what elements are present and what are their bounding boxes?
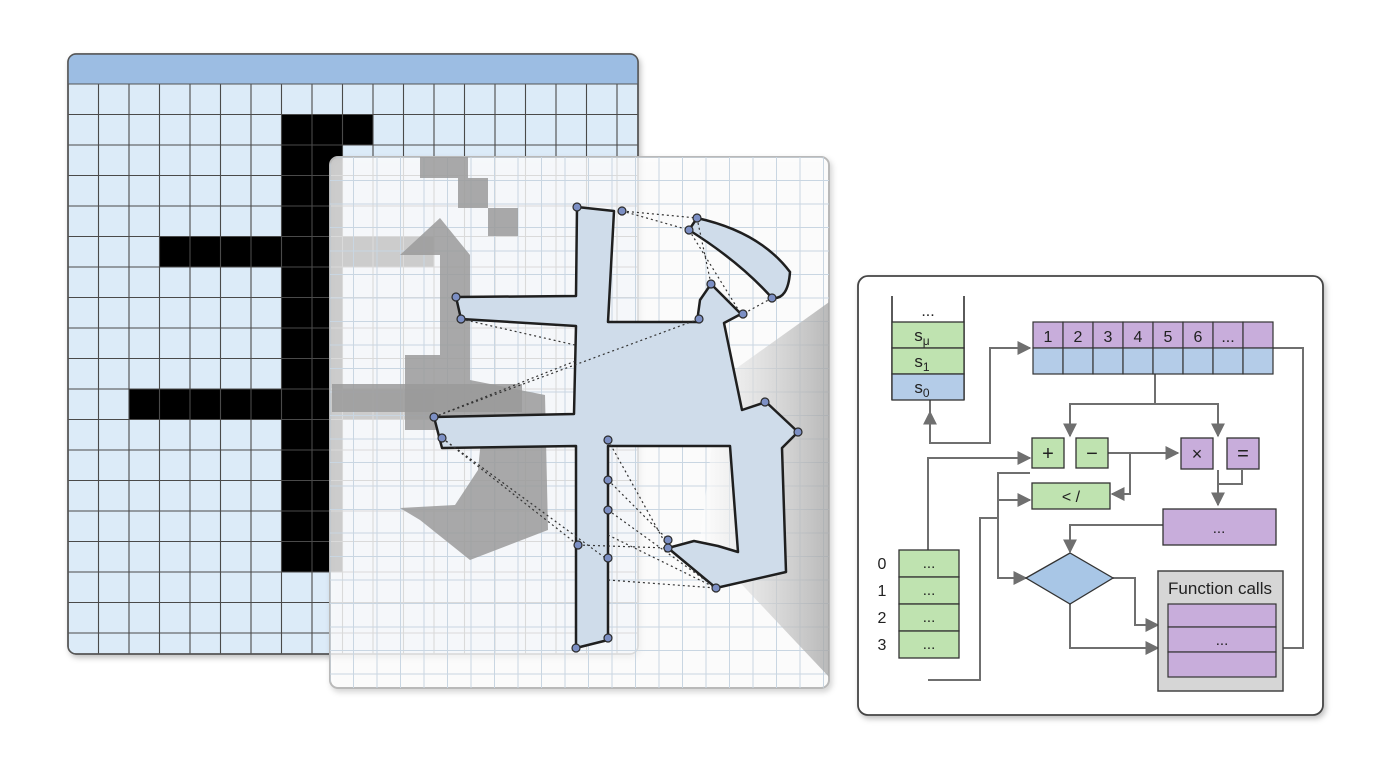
control-point-icon bbox=[451, 292, 461, 302]
storage-cell: 4 bbox=[1122, 321, 1154, 375]
decision-diamond bbox=[1024, 552, 1115, 605]
control-point-icon bbox=[738, 309, 748, 319]
control-point-icon bbox=[603, 475, 613, 485]
storage-cell-label: 4 bbox=[1134, 329, 1143, 346]
function-call-entry: ... bbox=[1216, 632, 1229, 649]
vm-registers: 0...1...2...3... bbox=[878, 549, 960, 659]
vm-connectors bbox=[923, 341, 1304, 681]
op-plus: + bbox=[1031, 437, 1065, 469]
control-point-icon bbox=[793, 427, 803, 437]
register-index: 3 bbox=[878, 637, 887, 654]
vm-storage-array: 1 2 3 4 5 6... bbox=[1032, 321, 1274, 375]
control-point-icon bbox=[603, 505, 613, 515]
register-row: 3... bbox=[878, 630, 960, 659]
control-points bbox=[429, 202, 803, 653]
storage-cell: 6 bbox=[1182, 321, 1214, 375]
stack-top-ellipsis: ... bbox=[921, 303, 934, 320]
svg-text:s1: s1 bbox=[914, 352, 930, 374]
function-call-slot bbox=[1167, 603, 1277, 628]
control-point-icon bbox=[603, 633, 613, 643]
control-point-icon bbox=[706, 279, 716, 289]
storage-cell: 1 bbox=[1032, 321, 1064, 375]
register-index: 2 bbox=[878, 610, 887, 627]
storage-cell: 2 bbox=[1062, 321, 1094, 375]
svg-text:−: − bbox=[1086, 443, 1098, 465]
register-value: ... bbox=[923, 636, 936, 653]
function-call-slot bbox=[1167, 651, 1277, 678]
register-row: 2... bbox=[878, 603, 960, 632]
ghost-glyph bbox=[332, 157, 548, 560]
storage-cell: 3 bbox=[1092, 321, 1124, 375]
vm-operators: + − < / × = ... bbox=[1024, 437, 1277, 605]
control-point-icon bbox=[572, 202, 582, 212]
pixel-block bbox=[342, 114, 373, 145]
op-times: × bbox=[1180, 437, 1214, 470]
control-point-icon bbox=[573, 540, 583, 550]
outline-hint-lines bbox=[433, 210, 773, 589]
function-calls-box: Function calls ... bbox=[1157, 570, 1284, 692]
control-point-icon bbox=[692, 213, 702, 223]
storage-cell-blank bbox=[1242, 347, 1274, 375]
control-point-icon bbox=[760, 397, 770, 407]
stack-cell: s0 bbox=[891, 373, 965, 401]
storage-cell-label: 5 bbox=[1164, 329, 1173, 346]
control-point-icon bbox=[767, 293, 777, 303]
control-point-icon bbox=[437, 433, 447, 443]
control-point-icon bbox=[571, 643, 581, 653]
storage-cell-label: 3 bbox=[1104, 329, 1113, 346]
svg-text:...: ... bbox=[1213, 520, 1226, 537]
function-call-slot bbox=[1167, 626, 1277, 653]
storage-cell-blank bbox=[1242, 321, 1274, 349]
svg-text:+: + bbox=[1042, 443, 1054, 465]
register-index: 0 bbox=[878, 556, 887, 573]
svg-text:s0: s0 bbox=[914, 378, 930, 400]
storage-cell-label: 2 bbox=[1074, 329, 1083, 346]
control-point-icon bbox=[603, 553, 613, 563]
storage-cell-label: 1 bbox=[1044, 329, 1053, 346]
svg-text:sμ: sμ bbox=[914, 326, 930, 348]
control-point-icon bbox=[684, 225, 694, 235]
register-value: ... bbox=[923, 609, 936, 626]
stack-cell: s1 bbox=[891, 347, 965, 375]
storage-cell-label: 6 bbox=[1194, 329, 1203, 346]
storage-cell: ... bbox=[1212, 321, 1244, 375]
svg-text:=: = bbox=[1237, 443, 1249, 465]
stack-cell: sμ bbox=[891, 321, 965, 349]
op-equals: = bbox=[1226, 437, 1260, 470]
storage-cell-label: ... bbox=[1221, 329, 1234, 346]
control-point-icon bbox=[456, 314, 466, 324]
control-point-icon bbox=[429, 412, 439, 422]
control-point-icon bbox=[603, 435, 613, 445]
register-index: 1 bbox=[878, 583, 887, 600]
result-box: ... bbox=[1162, 508, 1277, 546]
svg-text:×: × bbox=[1192, 444, 1203, 464]
control-point-icon bbox=[694, 314, 704, 324]
vm-stack: ... sμ s1 s0 bbox=[891, 296, 965, 401]
control-point-icon bbox=[663, 543, 673, 553]
control-point-icon bbox=[617, 206, 627, 216]
register-value: ... bbox=[923, 555, 936, 572]
storage-cell: 5 bbox=[1152, 321, 1184, 375]
function-calls-title: Function calls bbox=[1168, 579, 1272, 598]
control-point-icon bbox=[711, 583, 721, 593]
svg-text:< /: < / bbox=[1062, 489, 1081, 506]
op-minus: − bbox=[1075, 437, 1109, 469]
op-compare: < / bbox=[1031, 482, 1111, 510]
register-value: ... bbox=[923, 582, 936, 599]
